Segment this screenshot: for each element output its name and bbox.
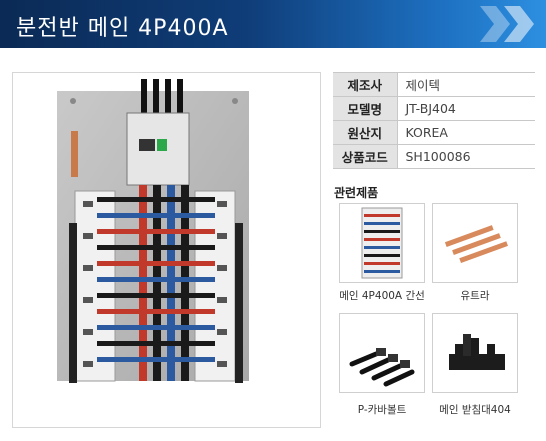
spec-key: 제조사 — [333, 72, 398, 97]
page-header: 분전반 메인 4P400A — [0, 0, 546, 48]
related-products-title: 관련제품 — [334, 186, 379, 200]
related-item-main-busbar[interactable] — [339, 203, 425, 283]
related-item-label[interactable]: P-카바볼트 — [357, 404, 407, 416]
chevron-right-icon — [480, 6, 534, 42]
related-item-cover-bolt[interactable] — [339, 313, 425, 393]
spec-key: 모델명 — [333, 96, 398, 121]
related-item-label[interactable]: 메인 받침대404 — [439, 404, 511, 416]
product-photo — [12, 72, 321, 428]
spec-row-product-code: 상품코드 SH100086 — [333, 144, 535, 169]
busbar-panel-thumbnail-icon — [361, 207, 403, 279]
spec-table: 제조사 제이텍 모델명 JT-BJ404 원산지 KOREA 상품코드 SH10… — [333, 72, 535, 169]
distribution-panel-image — [57, 79, 249, 383]
spec-key: 상품코드 — [333, 144, 398, 169]
related-item-copper-bar[interactable] — [432, 203, 518, 283]
spec-value: 제이텍 — [397, 72, 535, 97]
spec-key: 원산지 — [333, 120, 398, 145]
related-item-label[interactable]: 메인 4P400A 간선 — [339, 290, 425, 302]
spec-value: KOREA — [397, 120, 535, 145]
spec-row-manufacturer: 제조사 제이텍 — [333, 72, 535, 97]
support-stand-thumbnail-icon — [449, 334, 505, 370]
cover-bolt-thumbnail-icon — [349, 348, 415, 387]
page-title: 분전반 메인 4P400A — [16, 16, 229, 41]
spec-row-model: 모델명 JT-BJ404 — [333, 96, 535, 121]
spec-value: SH100086 — [397, 144, 535, 169]
spec-row-origin: 원산지 KOREA — [333, 120, 535, 145]
copper-comb-bar-thumbnail-icon — [444, 225, 508, 263]
related-item-support-stand[interactable] — [432, 313, 518, 393]
related-item-label[interactable]: 유트라 — [460, 290, 490, 302]
spec-value: JT-BJ404 — [397, 96, 535, 121]
